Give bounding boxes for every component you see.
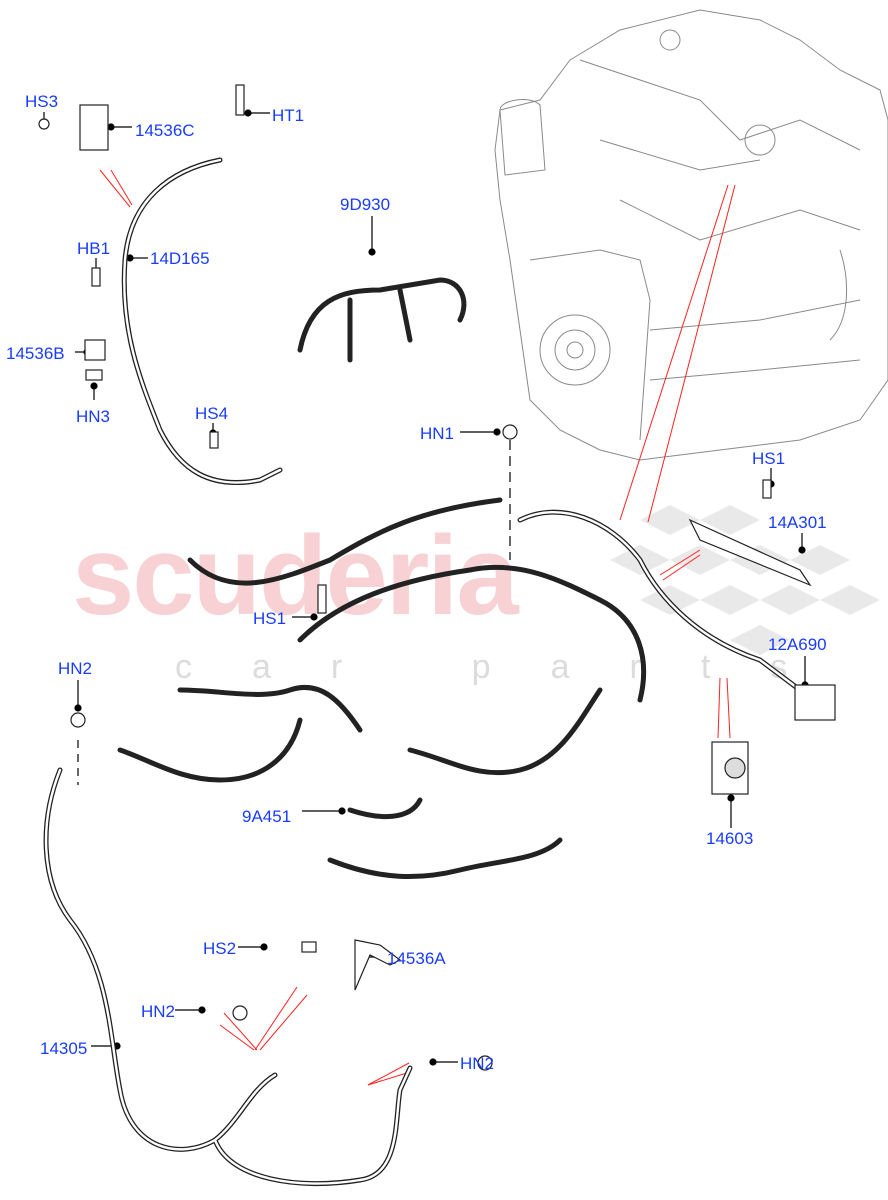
callout-hn3[interactable]: HN3 (76, 407, 111, 426)
nut-HN3 (85, 369, 103, 381)
callout-ht1[interactable]: HT1 (272, 106, 305, 125)
callout-hs2[interactable]: HS2 (203, 939, 237, 958)
connector-12A690 (794, 684, 836, 721)
callout-hs1-upper[interactable]: HS1 (752, 449, 786, 468)
callout-9a451[interactable]: 9A451 (242, 807, 292, 826)
callout-hb1[interactable]: HB1 (77, 239, 111, 258)
fasteners (38, 84, 836, 1071)
callout-12a690[interactable]: 12A690 (768, 635, 827, 654)
bolt-HB1 (91, 267, 101, 287)
callout-hn2-lower[interactable]: HN2 (460, 1054, 495, 1073)
bolt-HS3 (38, 118, 50, 130)
nut-HN2-lower (477, 1055, 493, 1071)
callout-hs1-lower[interactable]: HS1 (253, 609, 287, 628)
callout-14536c[interactable]: 14536C (135, 121, 195, 140)
reference-lines (99, 169, 736, 1086)
nut-HN2-middle (232, 1005, 248, 1021)
bolt-HS1-upper (762, 479, 772, 499)
callout-14d165[interactable]: 14D165 (150, 249, 210, 268)
nut-HN2-upper (70, 712, 86, 728)
callout-hn2-middle[interactable]: HN2 (141, 1002, 176, 1021)
callout-hs3[interactable]: HS3 (25, 92, 59, 111)
engine-block (494, 9, 888, 461)
callout-hs4[interactable]: HS4 (195, 404, 229, 423)
bracket-14A301 (688, 518, 812, 587)
callout-14536a[interactable]: 14536A (387, 949, 446, 968)
bracket-14536C (79, 104, 109, 151)
bracket-14536A (354, 939, 402, 991)
callout-hn1[interactable]: HN1 (420, 424, 455, 443)
callout-14603[interactable]: 14603 (706, 829, 754, 848)
callout-9d930[interactable]: 9D930 (340, 195, 391, 214)
watermark-subtitle: car parts (175, 648, 848, 686)
sensor-HT1 (235, 84, 245, 116)
bolt-HS1-lower (317, 584, 327, 614)
callout-hn2-upper[interactable]: HN2 (58, 659, 93, 678)
callout-14a301[interactable]: 14A301 (768, 513, 827, 532)
bolt-HS2 (301, 941, 317, 953)
wiring-harness-inner (44, 158, 802, 1185)
nut-HN1 (502, 424, 518, 440)
callout-14305[interactable]: 14305 (40, 1039, 88, 1058)
bolt-HS4 (209, 431, 219, 449)
callout-14536b[interactable]: 14536B (6, 344, 65, 363)
bracket-14536B (84, 339, 106, 361)
